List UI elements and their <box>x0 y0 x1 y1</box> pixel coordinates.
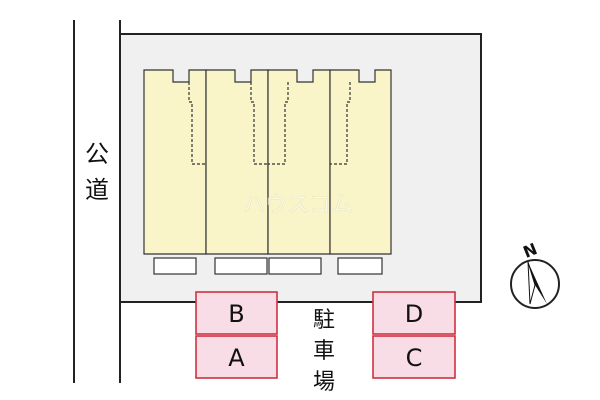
parking-right: D C <box>372 291 456 379</box>
parking-label-2: 車 <box>313 339 335 364</box>
watermark: ハウスコム <box>243 193 353 218</box>
parking-label-d: D <box>405 300 423 328</box>
unit-1-interior <box>188 82 206 165</box>
parking-label-c: C <box>406 344 423 372</box>
parking-space-d <box>372 291 456 335</box>
parking-left: B A <box>195 291 278 379</box>
parking-space-b <box>195 291 278 335</box>
entrance-step-3 <box>268 257 322 275</box>
unit-3-interior <box>268 82 289 165</box>
road-label-1: 公 <box>85 140 109 168</box>
building-unit-2 <box>205 69 269 255</box>
unit-4-interior <box>330 82 351 165</box>
parking-label-b: B <box>228 300 244 328</box>
entrance-step-2 <box>214 257 268 275</box>
parking-label-a: A <box>228 344 245 372</box>
unit-2-interior <box>250 82 268 165</box>
building-unit-1 <box>143 69 207 255</box>
entrance-step-4 <box>337 257 383 275</box>
compass-needle-dark <box>528 262 547 304</box>
building-unit-3 <box>267 69 331 255</box>
compass-needle-light <box>527 261 536 305</box>
parking-label-1: 駐 <box>313 308 335 333</box>
north-label: N <box>520 239 540 262</box>
parking-space-c <box>372 335 456 379</box>
entrance-step-1 <box>153 257 197 275</box>
parking-space-a <box>195 335 278 379</box>
road-label-2: 道 <box>85 176 109 204</box>
building <box>143 69 392 255</box>
north-compass-icon: N <box>510 239 560 309</box>
parking-label-3: 場 <box>313 370 335 395</box>
building-unit-4 <box>329 69 392 255</box>
